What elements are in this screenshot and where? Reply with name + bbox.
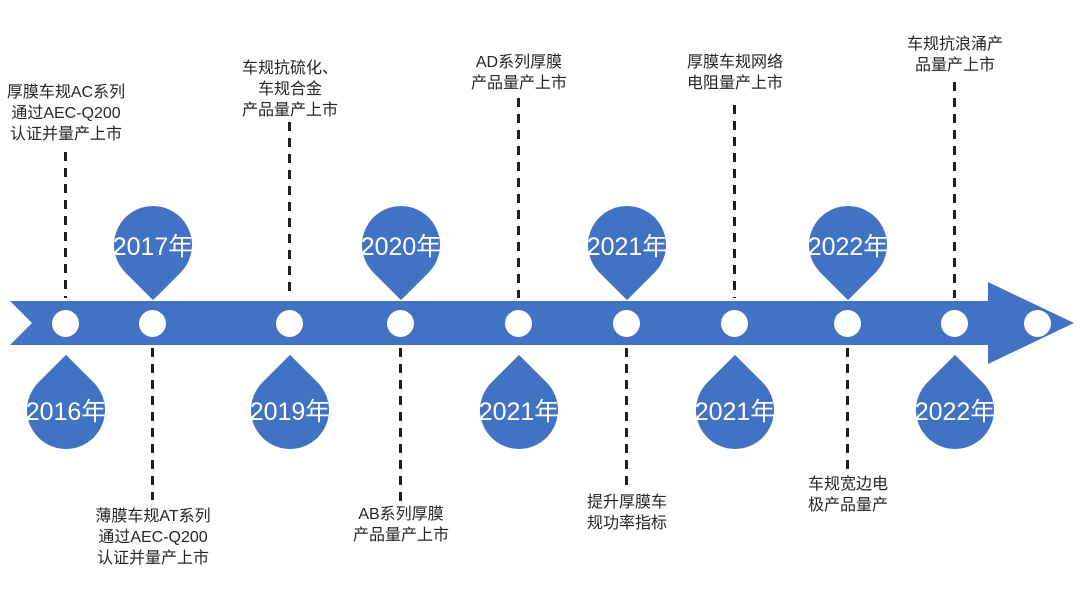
event-description: 厚膜车规AC系列 通过AEC-Q200 认证并量产上市 bbox=[0, 82, 151, 145]
event-description-line: 厚膜车规AC系列 bbox=[6, 84, 126, 101]
year-marker: 2022年 bbox=[899, 354, 1011, 466]
year-marker: 2016年 bbox=[10, 354, 122, 466]
event-description: 车规抗浪涌产 品量产上市 bbox=[870, 34, 1040, 76]
timeline-node bbox=[1024, 310, 1051, 337]
year-marker: 2019年 bbox=[234, 354, 346, 466]
connector-line bbox=[625, 348, 628, 490]
event-description-line: 通过AEC-Q200 bbox=[98, 529, 208, 546]
event-description: 提升厚膜车 规功率指标 bbox=[542, 492, 712, 534]
year-label: 2016年 bbox=[25, 398, 107, 426]
connector-line bbox=[399, 348, 402, 503]
event-description-line: 规功率指标 bbox=[586, 515, 667, 532]
year-marker: 2021年 bbox=[679, 354, 791, 466]
event-description-line: 车规抗硫化、 bbox=[241, 60, 338, 77]
event-description-line: 产品量产上市 bbox=[352, 527, 449, 544]
year-label: 2021年 bbox=[586, 233, 668, 261]
year-label: 2021年 bbox=[694, 398, 776, 426]
connector-line bbox=[64, 152, 67, 298]
year-label: 2022年 bbox=[914, 398, 996, 426]
event-description: 车规抗硫化、 车规合金 产品量产上市 bbox=[205, 58, 375, 121]
event-description-line: 薄膜车规AT系列 bbox=[95, 508, 211, 525]
connector-line bbox=[846, 348, 849, 472]
year-marker: 2022年 bbox=[792, 189, 904, 301]
timeline-node bbox=[721, 310, 748, 337]
event-description-line: 品量产上市 bbox=[914, 57, 995, 74]
event-description-line: 产品量产上市 bbox=[470, 75, 567, 92]
event-description-line: 产品量产上市 bbox=[241, 102, 338, 119]
year-marker: 2021年 bbox=[571, 189, 683, 301]
event-description: AD系列厚膜 产品量产上市 bbox=[434, 52, 604, 94]
timeline-node bbox=[941, 310, 968, 337]
timeline-node bbox=[139, 310, 166, 337]
timeline-node bbox=[387, 310, 414, 337]
timeline-node bbox=[834, 310, 861, 337]
year-marker: 2021年 bbox=[463, 354, 575, 466]
event-description-line: 厚膜车规网络 bbox=[686, 54, 783, 71]
timeline-node bbox=[52, 310, 79, 337]
event-description-line: 车规合金 bbox=[257, 81, 322, 98]
year-marker: 2020年 bbox=[345, 189, 457, 301]
connector-line bbox=[517, 98, 520, 298]
event-description: 厚膜车规网络 电阻量产上市 bbox=[650, 52, 820, 94]
event-description: AB系列厚膜 产品量产上市 bbox=[316, 504, 486, 546]
event-description-line: 提升厚膜车 bbox=[586, 494, 667, 511]
event-description-line: 电阻量产上市 bbox=[686, 75, 783, 92]
event-description-line: 车规抗浪涌产 bbox=[906, 36, 1003, 53]
event-description-line: AD系列厚膜 bbox=[475, 54, 563, 71]
connector-line bbox=[288, 122, 291, 298]
connector-line bbox=[733, 105, 736, 298]
year-label: 2019年 bbox=[249, 398, 331, 426]
event-description: 薄膜车规AT系列 通过AEC-Q200 认证并量产上市 bbox=[68, 506, 238, 569]
year-marker: 2017年 bbox=[97, 189, 209, 301]
event-description-line: AB系列厚膜 bbox=[358, 506, 444, 523]
event-description: 车规宽边电 极产品量产 bbox=[763, 474, 933, 516]
timeline-band bbox=[10, 301, 992, 345]
event-description-line: 认证并量产上市 bbox=[96, 550, 209, 567]
event-description-line: 极产品量产 bbox=[807, 497, 888, 514]
event-description-line: 车规宽边电 bbox=[807, 476, 888, 493]
connector-line bbox=[151, 348, 154, 500]
timeline-node bbox=[613, 310, 640, 337]
event-description-line: 认证并量产上市 bbox=[9, 126, 122, 143]
connector-line bbox=[953, 82, 956, 298]
year-label: 2022年 bbox=[807, 233, 889, 261]
timeline-node bbox=[505, 310, 532, 337]
year-label: 2017年 bbox=[112, 233, 194, 261]
timeline-node bbox=[276, 310, 303, 337]
year-label: 2020年 bbox=[360, 233, 442, 261]
event-description-line: 通过AEC-Q200 bbox=[11, 105, 121, 122]
year-label: 2021年 bbox=[478, 398, 560, 426]
